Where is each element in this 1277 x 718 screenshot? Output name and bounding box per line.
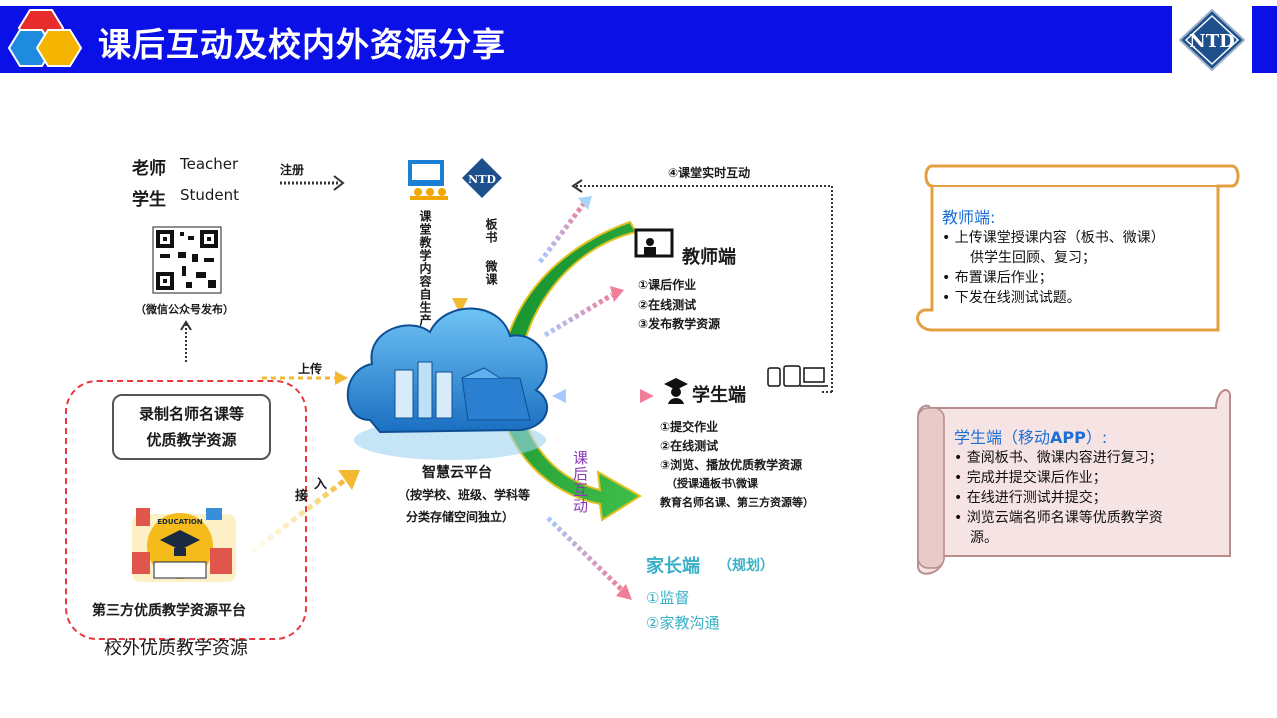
parent-end-item: ②家教沟通: [646, 614, 720, 632]
teacher-panel-title: 教师端:: [942, 208, 996, 227]
student-scroll-shape: [917, 389, 1231, 575]
devices-icon: [767, 365, 828, 387]
register-arrow: [280, 175, 345, 191]
teacher-label: 老师: [132, 159, 166, 179]
ntd-logo-icon: NTD: [1178, 8, 1246, 72]
outside-resources-label: 校外优质教学资源: [104, 638, 248, 659]
teacher-en-label: Teacher: [180, 155, 239, 173]
realtime-label: ④课堂实时互动: [668, 166, 751, 180]
micro-lesson-label: 微课: [484, 260, 498, 286]
student-panel-title-suffix: ）:: [1085, 428, 1108, 447]
student-panel-title: 学生端（移动APP）:: [954, 428, 1163, 448]
cloud-to-teacher-arrow: [543, 286, 624, 338]
student-end-item: ②在线测试: [660, 439, 719, 453]
teacher-scroll-shape: [916, 164, 1240, 332]
teacher-end-item: ①课后作业: [638, 278, 697, 292]
teacher-panel-bullet-text: 下发在线测试试题。: [954, 290, 1081, 306]
parent-end-plan: （规划）: [718, 558, 774, 574]
cloud-to-student-arrow: [552, 389, 654, 403]
student-panel-title-app: APP: [1050, 428, 1086, 447]
wechat-caption: （微信公众号发布）: [135, 303, 234, 316]
ntd-small-logo-text: NTD: [468, 173, 496, 186]
classroom-icon: [408, 160, 448, 200]
student-panel-bullet: • 完成并提交课后作业；: [954, 470, 1107, 486]
resource-box-line1: 录制名师名课等: [138, 405, 244, 423]
hexagon-logo-icon: [8, 9, 83, 67]
header-bar-right: [1252, 6, 1277, 73]
education-badge-icon: EDUCATION: [132, 508, 236, 582]
student-panel-bullet-text: 查阅板书、微课内容进行复习；: [966, 450, 1163, 466]
resource-box-line2: 优质教学资源: [146, 431, 237, 449]
teacher-panel: 教师端: • 上传课堂授课内容（板书、微课） 供学生回顾、复习； • 布置课后作…: [942, 208, 1165, 308]
upload-arrow: [262, 371, 348, 385]
header-bar: [0, 6, 1172, 73]
outside-resource-group: [65, 380, 307, 640]
teacher-end-item: ②在线测试: [638, 298, 697, 312]
student-panel-bullet-text: 浏览云端名师名课等优质教学资: [966, 510, 1163, 526]
student-end-note-2: 教育名师名课、第三方资源等）: [660, 496, 814, 509]
student-panel-bullet: • 查阅板书、微课内容进行复习；: [954, 450, 1163, 466]
resource-box: 录制名师名课等 优质教学资源: [112, 394, 271, 460]
student-end-title: 学生端: [692, 385, 746, 406]
student-panel-title-prefix: 学生端（移动: [954, 428, 1051, 447]
education-badge-text: EDUCATION: [157, 518, 203, 526]
student-panel: 学生端（移动APP）: • 查阅板书、微课内容进行复习； • 完成并提交课后作业…: [954, 428, 1163, 548]
teacher-board-icon: [634, 228, 674, 258]
ntd-logo-text: NTD: [1189, 31, 1234, 52]
realtime-loop: [571, 179, 833, 393]
access-label-1: 接: [295, 489, 309, 504]
content-arrow: [452, 200, 468, 314]
teacher-panel-bullet: • 布置课后作业；: [942, 270, 1053, 286]
student-end-item: ①提交作业: [660, 420, 719, 434]
access-label-2: 入: [314, 477, 328, 492]
third-party-platform-label: 第三方优质教学资源平台: [92, 603, 246, 619]
teacher-end-title: 教师端: [682, 247, 736, 268]
teacher-panel-bullet: • 下发在线测试试题。: [942, 290, 1081, 306]
blackboard-label: 板书: [484, 218, 498, 244]
student-panel-bullet: • 在线进行测试并提交；: [954, 490, 1107, 506]
classroom-content-label: 课堂教学内容自生产: [418, 210, 432, 327]
parent-end-item: ①监督: [646, 589, 690, 607]
teacher-end-item: ③发布教学资源: [638, 317, 721, 331]
register-label: 注册: [280, 163, 305, 177]
teacher-panel-bullet: • 上传课堂授课内容（板书、微课）: [942, 230, 1165, 246]
student-panel-bullet-text: 完成并提交课后作业；: [966, 470, 1107, 486]
teacher-panel-bullet-cont: 供学生回顾、复习；: [970, 250, 1096, 266]
cloud-sub-1: （按学校、班级、学科等: [398, 488, 531, 502]
student-panel-bullet-cont: 源。: [970, 530, 998, 546]
after-class-label: 课后互动: [571, 450, 589, 514]
cloud-title: 智慧云平台: [422, 465, 492, 481]
teacher-panel-bullet-text: 上传课堂授课内容（板书、微课）: [954, 230, 1165, 246]
access-arrow: [250, 470, 360, 554]
upward-arrow: [180, 320, 192, 362]
cloud-to-top-arrow: [538, 196, 592, 264]
cloud-platform-icon: [346, 307, 548, 460]
cloud-sub-2: 分类存储空间独立）: [406, 510, 515, 524]
qr-code-icon: [152, 226, 222, 294]
student-end-note-1: （授课通板书\微课: [666, 477, 759, 490]
student-end-item: ③浏览、播放优质教学资源: [660, 458, 803, 472]
upload-label: 上传: [298, 362, 323, 376]
student-label: 学生: [132, 190, 166, 210]
parent-end-title: 家长端: [646, 556, 700, 577]
student-panel-bullet: • 浏览云端名师名课等优质教学资: [954, 510, 1163, 526]
ntd-small-logo-icon: NTD: [462, 158, 502, 198]
teacher-panel-bullet-text: 布置课后作业；: [954, 270, 1053, 286]
student-panel-bullet-text: 在线进行测试并提交；: [966, 490, 1107, 506]
student-cap-icon: [664, 378, 688, 404]
page-title: 课后互动及校内外资源分享: [98, 25, 506, 64]
cloud-to-parent-arrow: [546, 516, 632, 600]
student-en-label: Student: [180, 186, 240, 204]
